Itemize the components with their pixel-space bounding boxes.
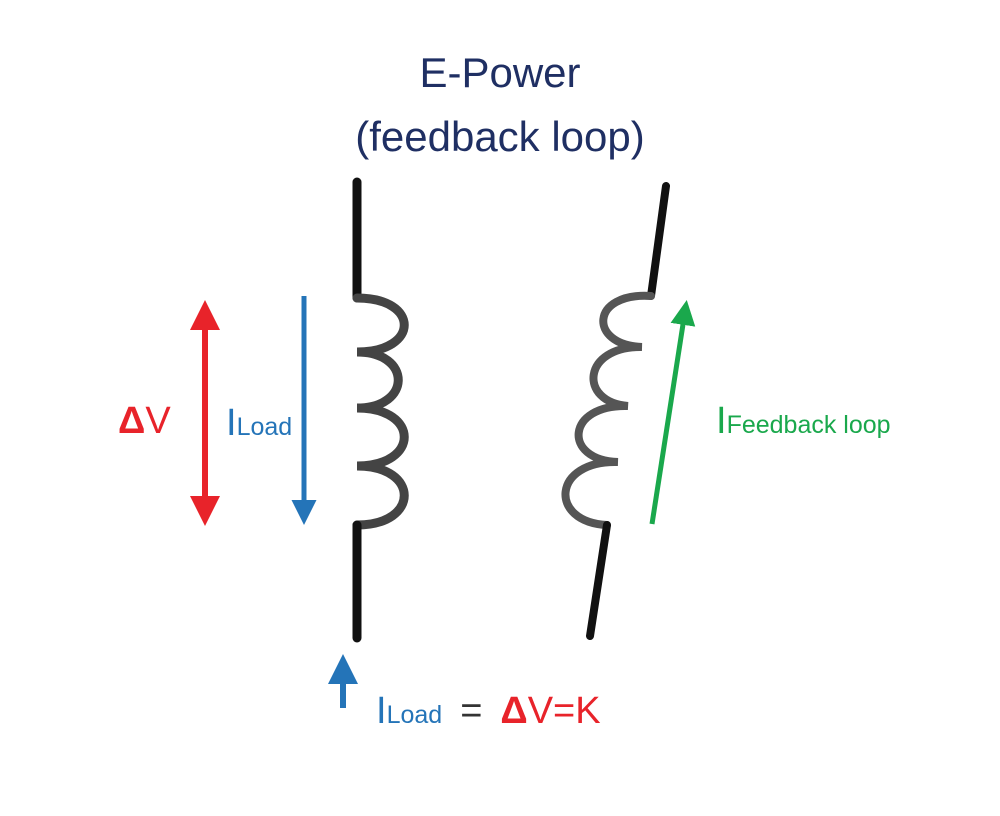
delta-symbol: Δ <box>118 400 146 442</box>
equation-i-sub: Load <box>386 701 443 729</box>
i-feedback-label: IFeedback loop <box>716 402 891 440</box>
equation-rhs: V=K <box>527 690 601 732</box>
green-up-arrow <box>649 300 696 525</box>
primary-winding <box>352 293 409 530</box>
secondary-winding <box>561 291 655 529</box>
delta-v-label: ΔV <box>118 402 171 440</box>
equation-equals: = <box>460 690 483 732</box>
secondary-lead-bottom <box>586 521 611 640</box>
equation-i-main: I <box>376 690 387 732</box>
i-feedback-sub: Feedback loop <box>726 411 891 439</box>
i-feedback-main: I <box>716 400 727 442</box>
secondary-lead-top <box>647 182 670 300</box>
secondary-coil <box>561 182 670 640</box>
title-line-1: E-Power <box>419 49 581 96</box>
delta-v-text: V <box>145 400 171 442</box>
i-load-sub: Load <box>236 413 293 441</box>
primary-coil <box>352 177 409 643</box>
equation-delta: Δ <box>500 690 528 732</box>
i-load-label: ILoad <box>226 404 292 442</box>
title-line-2: (feedback loop) <box>355 113 645 160</box>
i-load-main: I <box>226 402 237 444</box>
equation: ILoad = ΔV=K <box>376 692 601 730</box>
